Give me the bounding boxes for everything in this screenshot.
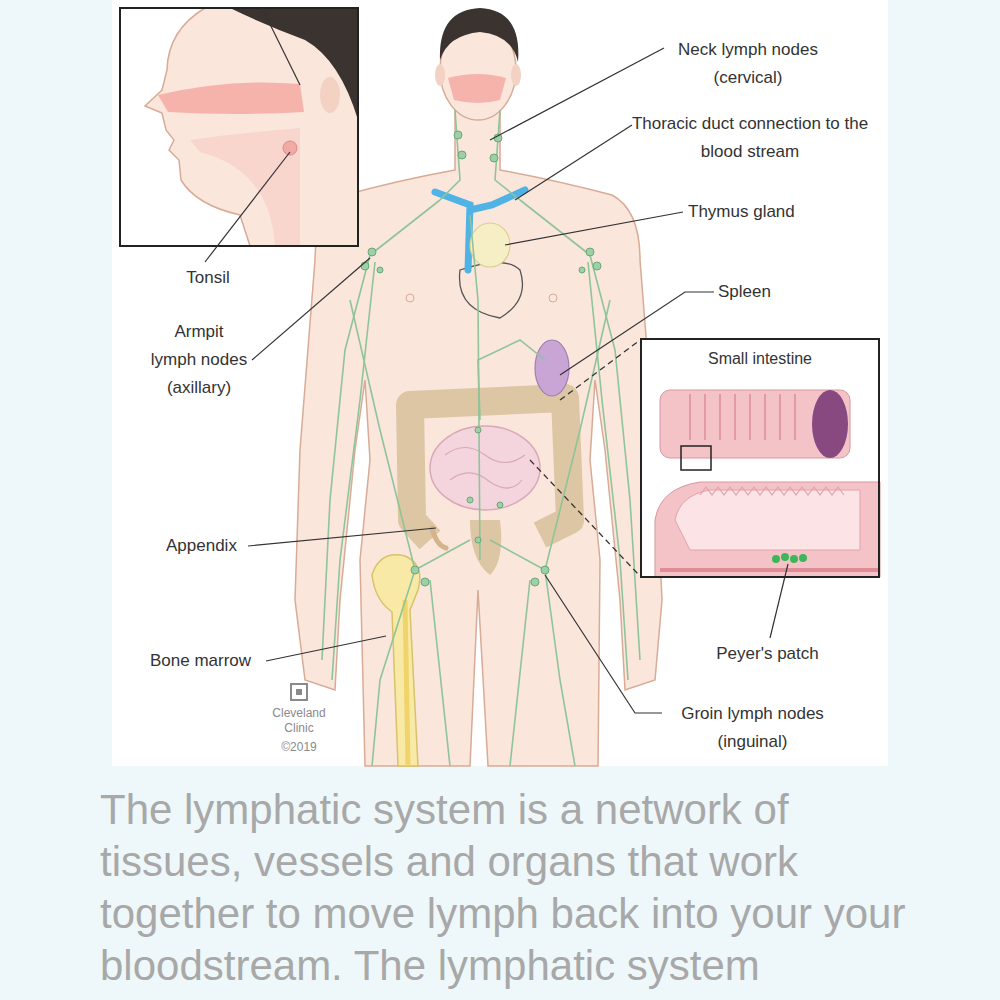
lymph-vessels — [322, 110, 640, 766]
image-ground — [112, 0, 888, 766]
inset-box: Small intestine — [640, 338, 880, 578]
thymus — [470, 223, 510, 267]
part-label: Tonsil — [175, 264, 241, 292]
ear — [320, 77, 340, 113]
part-label: Spleen — [718, 278, 808, 306]
ear — [435, 64, 445, 86]
nasal-passage — [158, 82, 304, 114]
leader-lines — [205, 8, 788, 713]
logo-text: ©2019 — [266, 740, 332, 755]
femur — [372, 555, 420, 766]
part-label: Thymus gland — [688, 198, 838, 226]
part-label: Neck lymph nodes (cervical) — [668, 36, 828, 92]
inset-frame — [120, 8, 358, 246]
part-label: Appendix — [166, 532, 256, 560]
part-label: Thoracic duct connection to the blood st… — [620, 110, 880, 166]
logo-text: Cleveland Clinic — [266, 706, 332, 736]
intestine-coils — [445, 448, 525, 489]
inset-heading: Small intestine — [642, 340, 878, 368]
face-profile — [145, 8, 358, 246]
tube-folds — [690, 394, 795, 440]
dashed-link — [530, 460, 640, 576]
inset-ground — [641, 339, 879, 577]
zoom-box — [681, 446, 711, 470]
marrow — [405, 600, 408, 766]
peyers-patch-dots — [772, 553, 807, 563]
nasal-passage — [448, 74, 506, 103]
nipple — [406, 294, 414, 302]
rectum — [470, 520, 501, 575]
tube-end — [812, 390, 848, 458]
part-label: Peyer's patch — [705, 640, 830, 668]
nipple — [549, 294, 557, 302]
inset-ground — [120, 8, 358, 246]
part-label: Armpit lymph nodes (axillary) — [150, 318, 248, 402]
intestine-wall — [655, 482, 880, 577]
lymph-node-dots — [361, 131, 601, 586]
spleen-organ — [535, 340, 569, 396]
appendix-shape — [432, 528, 446, 548]
villi — [675, 490, 860, 550]
clinic-logo — [291, 684, 307, 700]
caption-text: The lymphatic system is a network of tis… — [100, 784, 930, 992]
small-intestine — [430, 426, 540, 510]
ear — [511, 64, 521, 86]
part-label: Bone marrow — [150, 647, 265, 675]
villi-fringe — [700, 487, 844, 495]
intestine-tube — [660, 390, 850, 458]
veins — [435, 190, 525, 270]
large-intestine — [410, 398, 570, 540]
hair — [440, 8, 518, 62]
muscle-layer — [660, 568, 880, 572]
throat — [190, 128, 300, 246]
part-label: Groin lymph nodes (inguinal) — [665, 700, 840, 756]
